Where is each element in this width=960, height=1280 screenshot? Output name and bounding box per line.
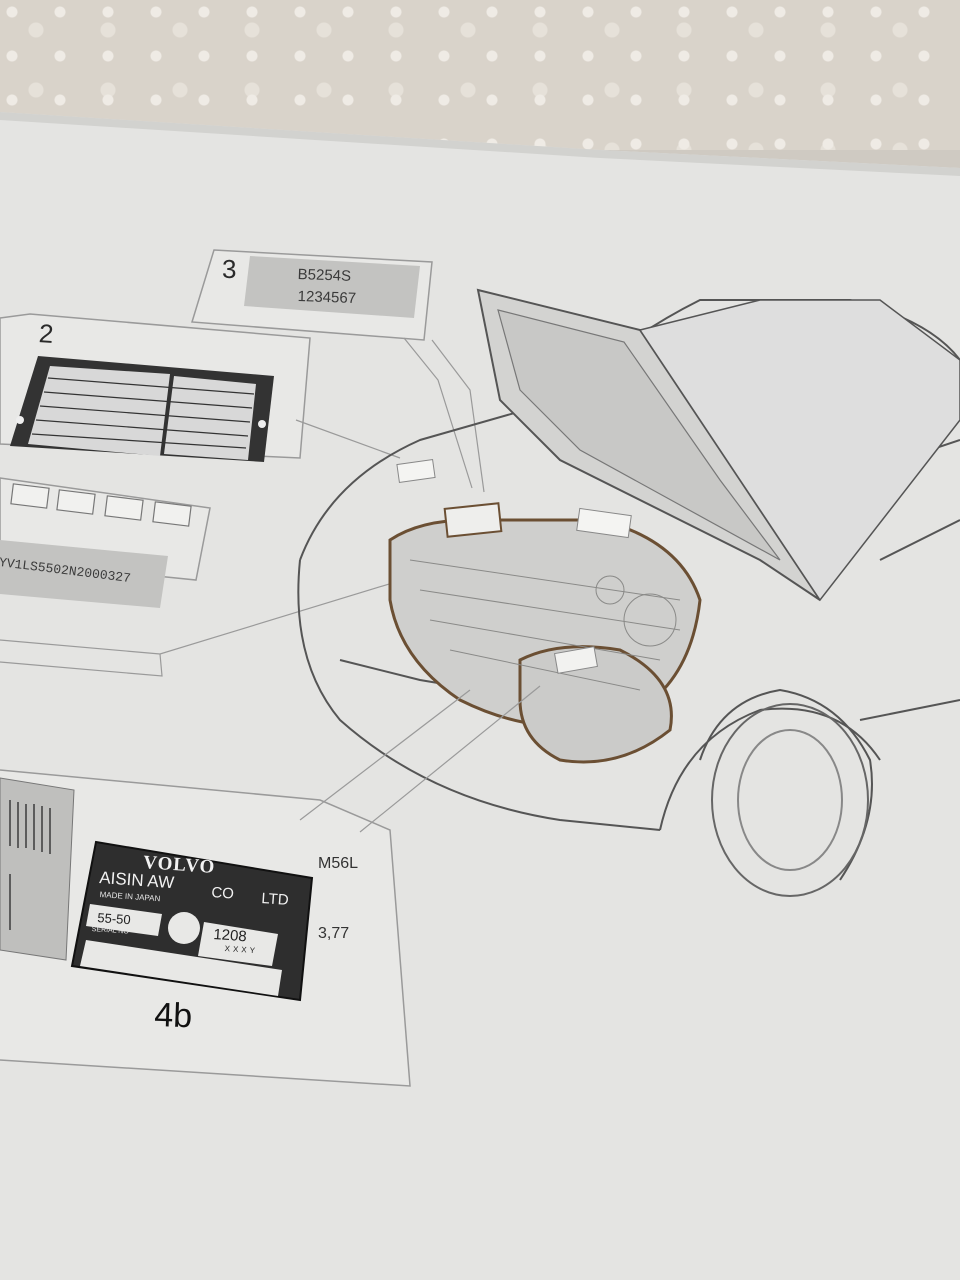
plate-code: 1208 <box>212 926 248 946</box>
engine-number-plate <box>244 256 420 318</box>
gearbox-ratio-4a: 3,77 <box>318 925 350 942</box>
plate-maker-ltd: LTD <box>260 890 290 909</box>
plate-model: 55-50 <box>96 910 132 928</box>
engine-plate-line-1: B5254S <box>297 266 352 285</box>
callout-number-3: 3 <box>222 254 237 284</box>
callout-number-2: 2 <box>37 318 55 349</box>
engine-plate-line-2: 1234567 <box>297 288 357 308</box>
vin-plate <box>0 540 168 608</box>
callout-number-4b: 4b <box>153 996 193 1036</box>
plate-maker-co: CO <box>210 884 235 903</box>
windshield <box>638 299 960 602</box>
gearbox-code-4a: M56L <box>318 855 359 872</box>
gearbox-plate-4a <box>0 777 75 961</box>
